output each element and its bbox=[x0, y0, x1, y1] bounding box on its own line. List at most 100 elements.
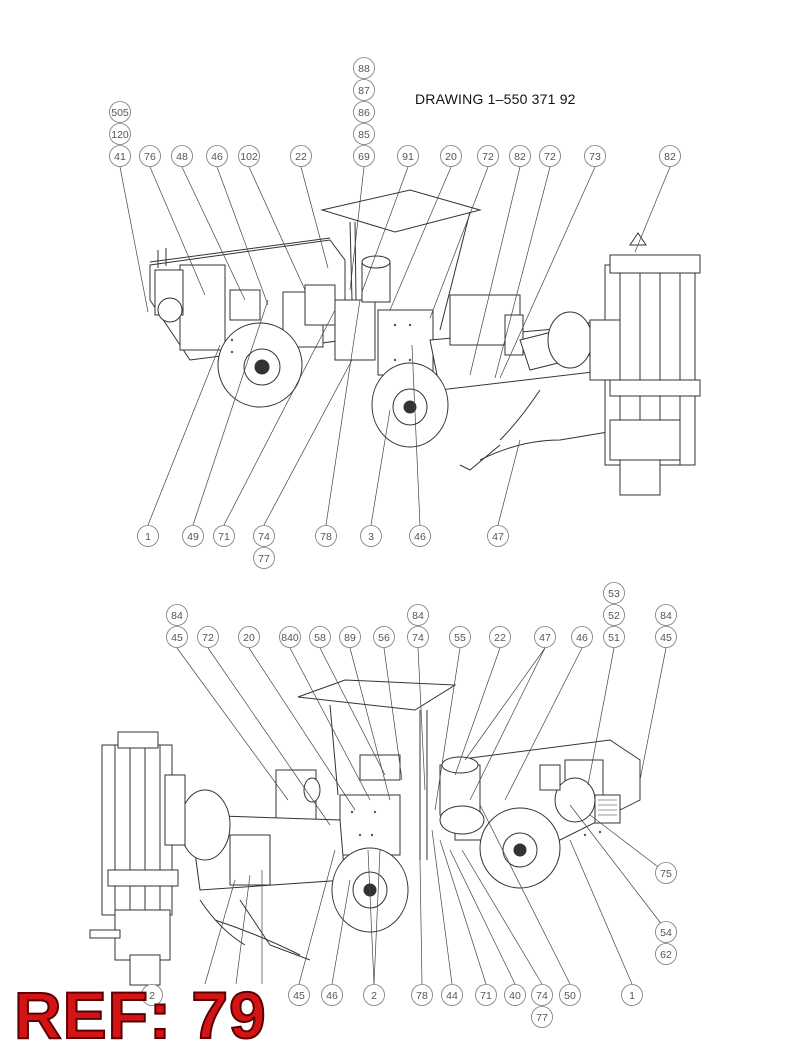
callout-circle bbox=[309, 626, 331, 648]
callout-circle bbox=[655, 626, 677, 648]
callout-circle bbox=[166, 604, 188, 626]
callout-bubble: 2 bbox=[363, 984, 385, 1006]
callout-number: 71 bbox=[218, 531, 230, 543]
callout-bubble: 102 bbox=[238, 145, 260, 167]
callout-circle bbox=[621, 984, 643, 1006]
callout-bubble: 46 bbox=[571, 626, 593, 648]
callout-circle bbox=[407, 626, 429, 648]
callout-bubble: 45 bbox=[166, 626, 188, 648]
callout-bubble: 505 bbox=[109, 101, 131, 123]
callout-number: 1 bbox=[145, 531, 151, 543]
callout-bubble: 84 bbox=[655, 604, 677, 626]
drawing-title: DRAWING 1–550 371 92 bbox=[415, 91, 576, 107]
callout-bubble: 75 bbox=[655, 862, 677, 884]
callout-number: 102 bbox=[240, 151, 258, 163]
callout-number: 82 bbox=[514, 151, 526, 163]
callout-bubble: 51 bbox=[603, 626, 625, 648]
callout-bubble: 88 bbox=[353, 57, 375, 79]
callout-number: 46 bbox=[211, 151, 223, 163]
callout-number: 55 bbox=[454, 632, 466, 644]
callout-bubble: 22 bbox=[290, 145, 312, 167]
callout-circle bbox=[139, 145, 161, 167]
callout-circle bbox=[409, 525, 431, 547]
callout-circle bbox=[655, 921, 677, 943]
callout-bubble: 85 bbox=[353, 123, 375, 145]
callout-number: 58 bbox=[314, 632, 326, 644]
callout-number: 840 bbox=[281, 632, 299, 644]
callout-bubble: 73 bbox=[584, 145, 606, 167]
callout-number: 74 bbox=[412, 632, 424, 644]
callout-number: 505 bbox=[111, 107, 129, 119]
callout-number: 75 bbox=[660, 868, 672, 880]
callout-number: 22 bbox=[494, 632, 506, 644]
callout-circle bbox=[288, 984, 310, 1006]
callout-bubble: 20 bbox=[238, 626, 260, 648]
callout-circle bbox=[339, 626, 361, 648]
callout-circle bbox=[253, 547, 275, 569]
callout-circle bbox=[360, 525, 382, 547]
callout-circle bbox=[321, 984, 343, 1006]
callout-circle bbox=[109, 123, 131, 145]
callout-circle bbox=[411, 984, 433, 1006]
callout-number: 72 bbox=[202, 632, 214, 644]
callout-number: 71 bbox=[480, 990, 492, 1002]
callout-number: 54 bbox=[660, 927, 672, 939]
callout-number: 78 bbox=[320, 531, 332, 543]
callout-circle bbox=[655, 604, 677, 626]
callout-bubble: 22 bbox=[489, 626, 511, 648]
callout-bubble: 44 bbox=[441, 984, 463, 1006]
callout-number: 69 bbox=[358, 151, 370, 163]
callout-bubble: 74 bbox=[253, 525, 275, 547]
callout-number: 88 bbox=[358, 63, 370, 75]
callout-circle bbox=[290, 145, 312, 167]
callout-circle bbox=[440, 145, 462, 167]
callout-bubble: 49 bbox=[182, 525, 204, 547]
callout-number: 46 bbox=[576, 632, 588, 644]
callout-circle bbox=[253, 525, 275, 547]
callout-number: 51 bbox=[608, 632, 620, 644]
callout-bubble: 120 bbox=[109, 123, 131, 145]
callout-circle bbox=[197, 626, 219, 648]
callout-number: 47 bbox=[539, 632, 551, 644]
callout-number: 62 bbox=[660, 949, 672, 961]
callout-circle bbox=[206, 145, 228, 167]
callout-circle bbox=[531, 984, 553, 1006]
callout-bubble: 20 bbox=[440, 145, 462, 167]
callout-number: 84 bbox=[660, 610, 672, 622]
callout-number: 45 bbox=[660, 632, 672, 644]
callout-circle bbox=[397, 145, 419, 167]
callout-circle bbox=[655, 862, 677, 884]
callout-circle bbox=[279, 626, 301, 648]
callout-number: 2 bbox=[149, 990, 155, 1002]
callout-circle bbox=[534, 626, 556, 648]
callout-bubble: 87 bbox=[353, 79, 375, 101]
callout-bubble: 45 bbox=[288, 984, 310, 1006]
callout-bubble: 840 bbox=[279, 626, 301, 648]
callout-circle bbox=[353, 145, 375, 167]
callout-bubble: 50 bbox=[559, 984, 581, 1006]
callout-bubble: 71 bbox=[475, 984, 497, 1006]
callout-circle bbox=[539, 145, 561, 167]
callout-number: 1 bbox=[629, 990, 635, 1002]
callout-circle bbox=[489, 626, 511, 648]
callout-bubble: 72 bbox=[539, 145, 561, 167]
callout-circle bbox=[441, 984, 463, 1006]
callout-bubble: 40 bbox=[504, 984, 526, 1006]
callout-number: 40 bbox=[509, 990, 521, 1002]
callout-number: 76 bbox=[144, 151, 156, 163]
callout-bubble: 82 bbox=[659, 145, 681, 167]
callout-bubble: 1 bbox=[621, 984, 643, 1006]
callout-bubble: 84 bbox=[407, 604, 429, 626]
callout-bubble: 45 bbox=[655, 626, 677, 648]
callout-circle bbox=[353, 57, 375, 79]
callout-number: 73 bbox=[589, 151, 601, 163]
callout-number: 89 bbox=[344, 632, 356, 644]
callout-bubble: 46 bbox=[206, 145, 228, 167]
callout-circle bbox=[603, 582, 625, 604]
callout-bubble: 77 bbox=[253, 547, 275, 569]
bottom-leader-lines bbox=[176, 647, 667, 985]
callout-number: 22 bbox=[295, 151, 307, 163]
